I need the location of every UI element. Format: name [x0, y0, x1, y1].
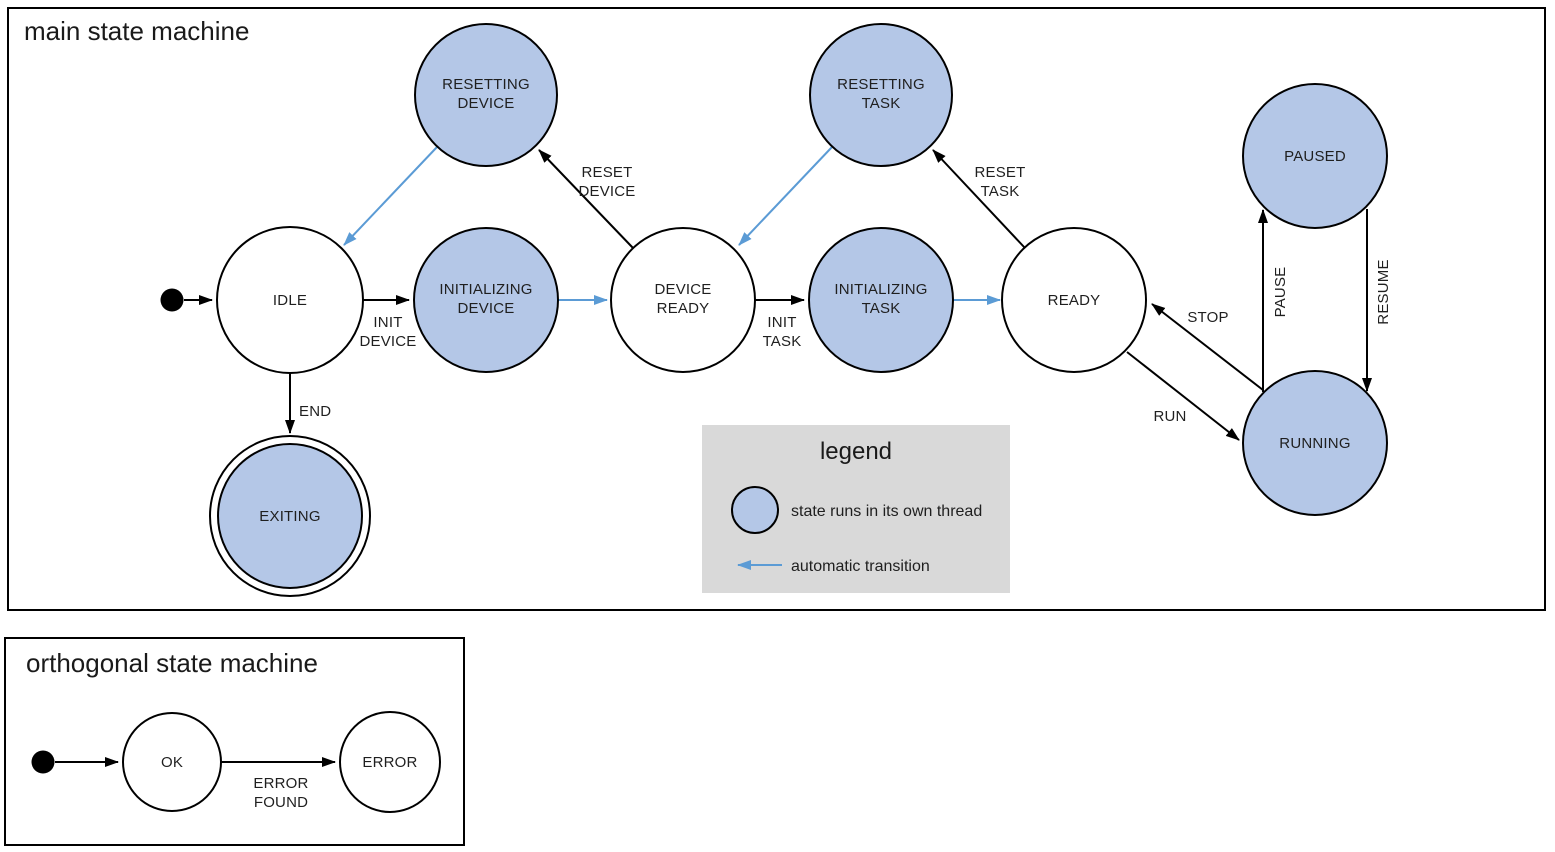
- transition-reset-device: RESET DEVICE: [538, 149, 635, 249]
- transition-init-task: INIT TASK: [755, 295, 805, 350]
- transition-resume: RESUME: [1362, 209, 1392, 392]
- svg-text:PAUSED: PAUSED: [1284, 148, 1346, 165]
- state-resetting-device: RESETTING DEVICE: [414, 23, 558, 167]
- transition-arrow: [1126, 351, 1240, 441]
- svg-text:TASK: TASK: [862, 95, 901, 112]
- state-exiting-final: EXITING: [209, 435, 371, 597]
- transition-arrow: [1151, 303, 1264, 391]
- state-error: ERROR: [339, 711, 441, 813]
- state-circle: [1242, 370, 1388, 516]
- state-circle: [1242, 83, 1388, 229]
- state-paused: PAUSED: [1242, 83, 1388, 229]
- transition-label: RESET: [974, 164, 1025, 181]
- state-circle: [808, 227, 954, 373]
- state-initializing-device: INITIALIZING DEVICE: [413, 227, 559, 373]
- state-circle: [217, 443, 363, 589]
- state-initializing-task: INITIALIZING TASK: [808, 227, 954, 373]
- svg-text:automatic transition: automatic transition: [791, 558, 930, 575]
- svg-text:READY: READY: [1048, 292, 1101, 309]
- transition-reset-task: RESET TASK: [932, 149, 1026, 249]
- transition-label: RESET: [581, 164, 632, 181]
- state-ready: READY: [1001, 227, 1147, 373]
- svg-text:INITIALIZING: INITIALIZING: [439, 281, 532, 298]
- orthogonal-machine-title: orthogonal state machine: [26, 648, 318, 678]
- svg-text:DEVICE: DEVICE: [457, 95, 514, 112]
- transition-auto-resetdev-idle: [343, 146, 438, 246]
- svg-text:EXITING: EXITING: [259, 508, 320, 525]
- svg-text:DEVICE: DEVICE: [457, 300, 514, 317]
- state-circle: [413, 227, 559, 373]
- transition-label: RUN: [1153, 408, 1186, 425]
- state-circle: [122, 712, 222, 812]
- state-circle: [809, 23, 953, 167]
- transition-label: TASK: [981, 183, 1020, 200]
- transition-label: PAUSE: [1272, 267, 1289, 318]
- legend: legend state runs in its own thread auto…: [702, 425, 1010, 593]
- transition-auto-resettask-deviceready: [738, 146, 833, 246]
- state-running: RUNNING: [1242, 370, 1388, 516]
- transition-pause: PAUSE: [1258, 209, 1289, 392]
- transition-label: TASK: [763, 333, 802, 350]
- initial-state-dot: [160, 288, 184, 312]
- main-state-machine-panel: main state machine INIT DEVICE RESET DEV…: [7, 7, 1546, 611]
- transition-label: DEVICE: [578, 183, 635, 200]
- state-circle: [216, 226, 364, 374]
- transition-stop: STOP: [1151, 303, 1264, 391]
- svg-text:ERROR: ERROR: [362, 754, 417, 771]
- transition-run: RUN: [1126, 351, 1240, 441]
- svg-text:INITIALIZING: INITIALIZING: [834, 281, 927, 298]
- svg-text:RESETTING: RESETTING: [442, 76, 530, 93]
- svg-text:TASK: TASK: [862, 300, 901, 317]
- initial-state-dot: [31, 750, 55, 774]
- transition-arrow: [538, 149, 634, 249]
- transition-error-found: ERROR FOUND: [221, 757, 336, 811]
- state-circle: [610, 227, 756, 373]
- transition-label: INIT: [767, 314, 796, 331]
- svg-text:IDLE: IDLE: [273, 292, 307, 309]
- automatic-transition-arrow: [343, 146, 438, 246]
- main-machine-title: main state machine: [24, 16, 249, 46]
- transition-label: STOP: [1187, 309, 1228, 326]
- svg-text:DEVICE: DEVICE: [654, 281, 711, 298]
- svg-text:READY: READY: [657, 300, 710, 317]
- threaded-state-circle: [731, 486, 779, 534]
- transition-end: END: [285, 373, 331, 434]
- state-device-ready: DEVICE READY: [610, 227, 756, 373]
- transition-label: DEVICE: [359, 333, 416, 350]
- state-circle: [414, 23, 558, 167]
- transition-init-device: INIT DEVICE: [359, 295, 416, 350]
- state-resetting-task: RESETTING TASK: [809, 23, 953, 167]
- transition-label: FOUND: [254, 794, 308, 811]
- svg-text:RUNNING: RUNNING: [1279, 435, 1350, 452]
- svg-text:RESETTING: RESETTING: [837, 76, 925, 93]
- transition-label: INIT: [373, 314, 402, 331]
- state-circle: [1001, 227, 1147, 373]
- orthogonal-state-machine-panel: orthogonal state machine ERROR FOUND OK …: [4, 637, 465, 846]
- transition-arrow: [932, 149, 1026, 249]
- legend-title: legend: [820, 438, 892, 465]
- svg-text:state runs in its own thread: state runs in its own thread: [791, 503, 982, 520]
- transition-label: ERROR: [253, 775, 308, 792]
- state-circle: [339, 711, 441, 813]
- state-ok: OK: [122, 712, 222, 812]
- transition-label: END: [299, 403, 331, 420]
- transition-label: RESUME: [1375, 259, 1392, 324]
- automatic-transition-arrow: [738, 146, 833, 246]
- orthogonal-initial-state: [31, 750, 119, 774]
- svg-text:OK: OK: [161, 754, 183, 771]
- legend-item-threaded-state: state runs in its own thread: [731, 486, 982, 534]
- state-idle: IDLE: [216, 226, 364, 374]
- main-initial-state: [160, 288, 213, 312]
- legend-item-automatic-transition: automatic transition: [737, 558, 930, 575]
